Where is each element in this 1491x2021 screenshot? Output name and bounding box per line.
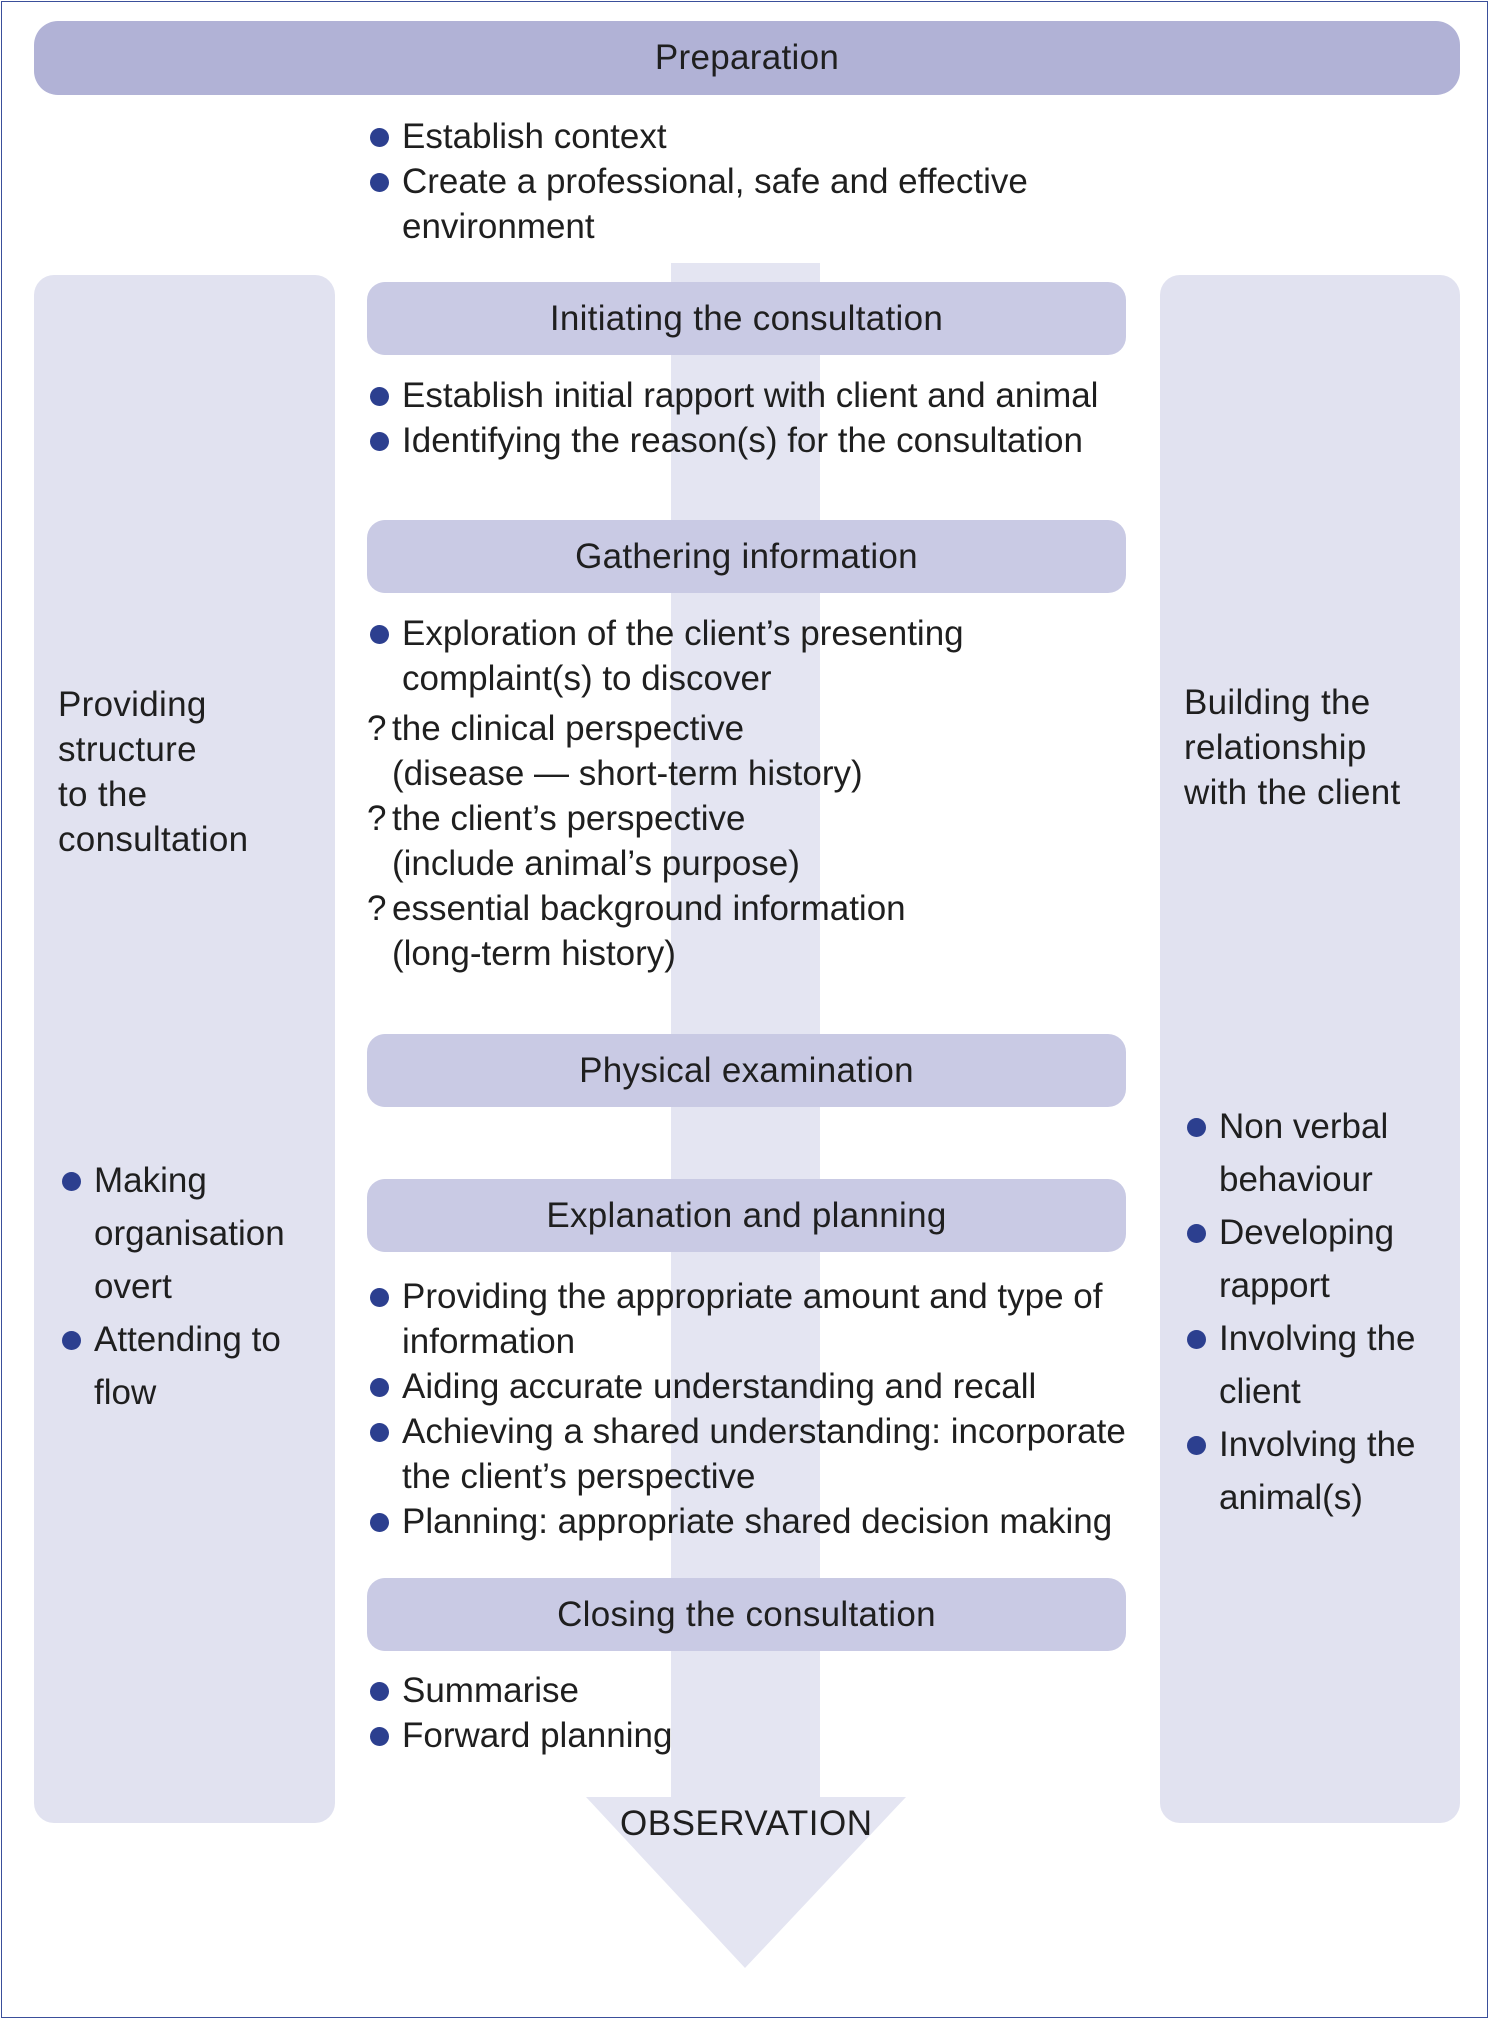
section-explanation-list: Providing the appropriate amount and typ… — [367, 1274, 1147, 1544]
right-panel — [1160, 275, 1460, 1823]
preparation-list: Establish context Create a professional,… — [367, 114, 1087, 249]
bullet-icon — [370, 1423, 389, 1442]
left-panel — [34, 275, 335, 1823]
preparation-header: Preparation — [34, 21, 1460, 95]
arrow-shape — [586, 263, 906, 1968]
bullet-icon — [62, 1331, 81, 1350]
list-item: Exploration of the client’s presenting c… — [367, 611, 1007, 701]
right-panel-label: Building the relationship with the clien… — [1184, 683, 1401, 812]
section-initiating-header: Initiating the consultation — [367, 282, 1126, 355]
bullet-icon — [370, 1727, 389, 1746]
bullet-icon — [1187, 1224, 1206, 1243]
section-title: Initiating the consultation — [549, 298, 944, 338]
bullet-icon — [1187, 1118, 1206, 1137]
list-item: ? the clinical perspective (disease — sh… — [367, 709, 863, 793]
bullet-icon — [370, 1288, 389, 1307]
bullet-icon — [370, 1682, 389, 1701]
list-item: Non verbal behaviour — [1184, 1100, 1454, 1206]
section-title: Explanation and planning — [546, 1195, 947, 1235]
section-title: Gathering information — [575, 536, 918, 576]
section-explanation-header: Explanation and planning — [367, 1179, 1126, 1252]
bullet-icon — [1187, 1330, 1206, 1349]
bullet-icon — [370, 625, 389, 644]
section-closing-list: Summarise Forward planning — [367, 1668, 967, 1758]
list-item: Create a professional, safe and effectiv… — [367, 159, 1092, 249]
list-item: Establish initial rapport with client an… — [367, 373, 1147, 418]
section-gathering-list: Exploration of the client’s presenting c… — [367, 611, 1007, 701]
list-item: Making organisation overt — [59, 1154, 329, 1313]
section-gathering-header: Gathering information — [367, 520, 1126, 593]
observation-label: OBSERVATION — [620, 1804, 873, 1843]
bullet-icon — [370, 128, 389, 147]
bullet-icon — [370, 1378, 389, 1397]
bullet-icon — [62, 1172, 81, 1191]
list-item: Involving the animal(s) — [1184, 1418, 1454, 1524]
bullet-icon — [1187, 1436, 1206, 1455]
preparation-title: Preparation — [654, 38, 840, 77]
section-gathering-sublist: ? the clinical perspective (disease — sh… — [367, 706, 1107, 976]
list-item: Providing the appropriate amount and typ… — [367, 1274, 1147, 1364]
list-item: Involving the client — [1184, 1312, 1454, 1418]
bullet-icon — [370, 432, 389, 451]
section-title: Physical examination — [579, 1050, 914, 1090]
section-physical-header: Physical examination — [367, 1034, 1126, 1107]
list-item: Achieving a shared understanding: incorp… — [367, 1409, 1147, 1499]
list-item: ? the client’s perspective (include anim… — [367, 799, 800, 883]
left-panel-list: Making organisation overt Attending to f… — [59, 1154, 329, 1419]
section-title: Closing the consultation — [557, 1594, 936, 1634]
list-item: Planning: appropriate shared decision ma… — [367, 1499, 1147, 1544]
right-panel-list: Non verbal behaviour Developing rapport … — [1184, 1100, 1454, 1524]
bullet-icon — [370, 387, 389, 406]
list-item: Establish context — [367, 114, 1087, 159]
section-closing-header: Closing the consultation — [367, 1578, 1126, 1651]
list-item: Forward planning — [367, 1713, 967, 1758]
list-item: Identifying the reason(s) for the consul… — [367, 418, 1147, 463]
list-item: Summarise — [367, 1668, 967, 1713]
list-item: ? essential background information (long… — [367, 889, 906, 973]
list-item: Developing rapport — [1184, 1206, 1454, 1312]
list-item: Aiding accurate understanding and recall — [367, 1364, 1147, 1409]
list-item: Attending to flow — [59, 1313, 329, 1419]
left-panel-label: Providing structure to the consultation — [58, 685, 249, 859]
section-initiating-list: Establish initial rapport with client an… — [367, 373, 1147, 463]
bullet-icon — [370, 1513, 389, 1532]
bullet-icon — [370, 173, 389, 192]
